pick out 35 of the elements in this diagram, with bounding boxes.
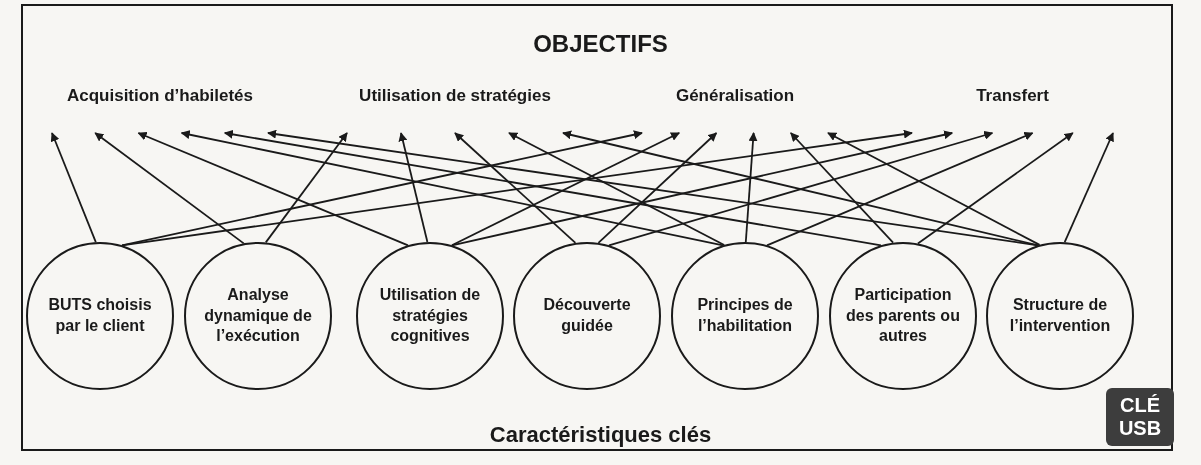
circle-label: Participation des parents ou autres: [845, 284, 961, 347]
arrow: [180, 130, 724, 247]
circle-label: Analyse dynamique de l’exécution: [203, 284, 313, 347]
arrow: [223, 129, 882, 247]
usb-key-badge: CLÉ USB: [1106, 388, 1174, 446]
arrow: [766, 132, 1034, 247]
arrow: [827, 132, 1041, 246]
circle-label: Structure de l’intervention: [1008, 295, 1112, 336]
arrow: [1063, 132, 1114, 243]
section-caption: Caractéristiques clés: [489, 422, 712, 448]
diagram-title: OBJECTIFS: [533, 30, 668, 57]
objective-label: Utilisation de stratégies: [359, 86, 551, 106]
objective-label: Transfert: [976, 86, 1049, 106]
arrow: [608, 130, 994, 247]
arrow: [121, 129, 913, 247]
arrow: [744, 132, 758, 243]
arrow: [398, 132, 429, 243]
objective-label: Acquisition d’habiletés: [66, 86, 254, 106]
circle-label: Utilisation de stratégies cognitives: [378, 284, 482, 347]
arrow: [264, 132, 348, 244]
circle-label: Principes de l’habilitation: [696, 295, 794, 336]
arrow: [94, 132, 245, 245]
arrow: [597, 132, 718, 244]
arrow: [508, 132, 726, 246]
arrow: [451, 130, 954, 247]
circle-label: BUTS choisis par le client: [47, 295, 153, 336]
arrow: [50, 132, 97, 243]
circle-label: Découverte guidée: [542, 295, 632, 336]
arrow: [917, 132, 1074, 245]
arrow: [451, 132, 681, 247]
arrow: [454, 132, 577, 244]
objective-label: Généralisation: [675, 86, 795, 106]
arrow: [137, 131, 409, 247]
arrow: [789, 132, 894, 244]
arrow: [562, 130, 1039, 247]
